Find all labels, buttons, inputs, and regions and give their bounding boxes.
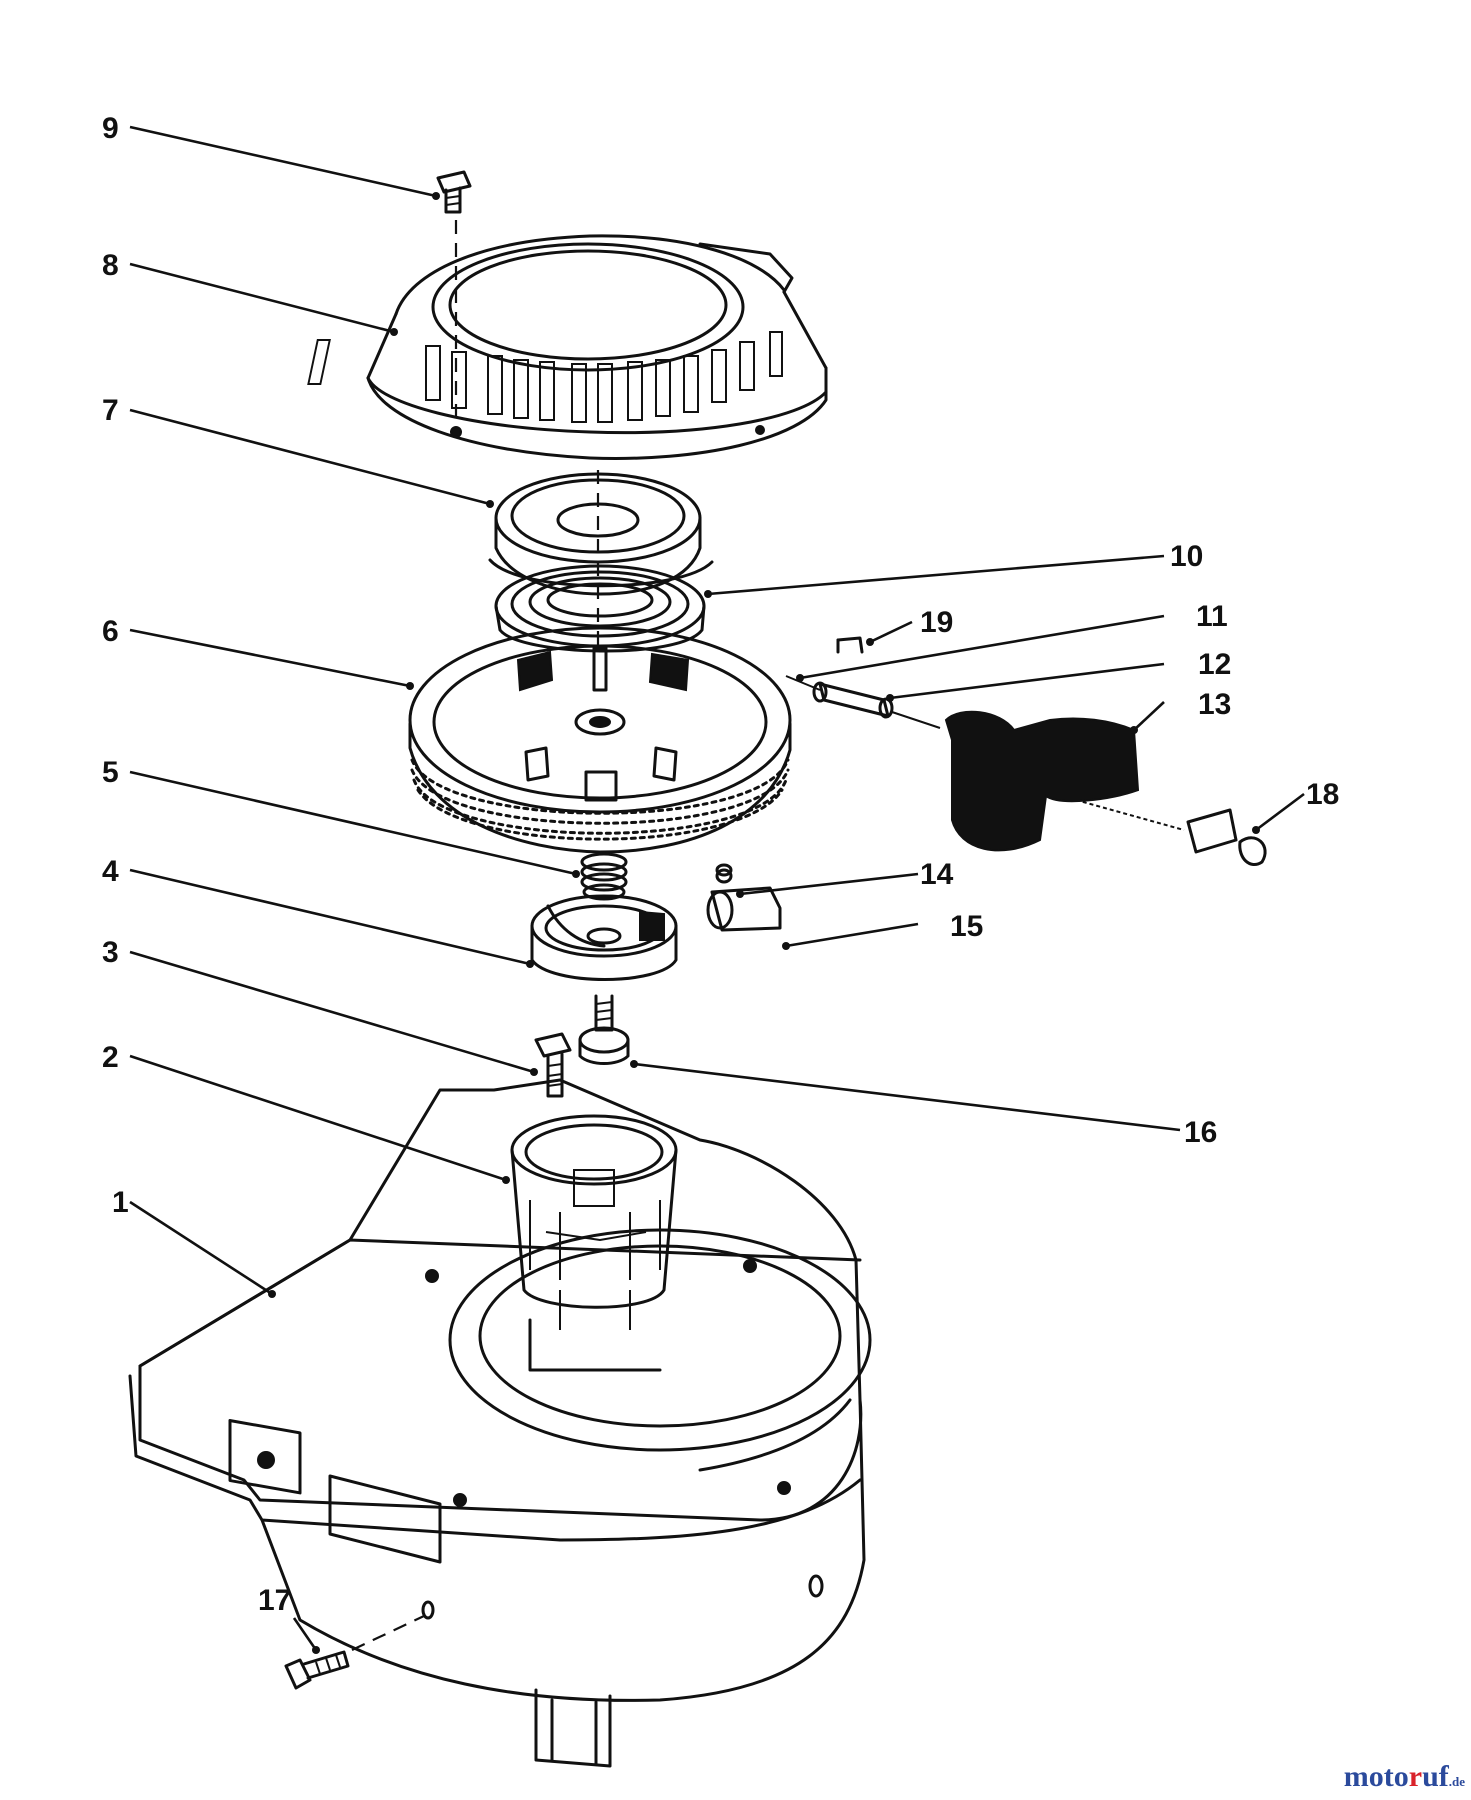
part-17-bolt	[284, 1615, 425, 1690]
callout-8: 8	[102, 249, 119, 282]
watermark-part1: moto	[1343, 1760, 1409, 1793]
part-2-ratchet-cup	[510, 1114, 678, 1330]
callout-6: 6	[102, 615, 119, 648]
callout-14: 14	[920, 858, 954, 891]
callout-5: 5	[102, 756, 119, 789]
callout-7: 7	[102, 394, 119, 427]
leader-15	[785, 922, 919, 948]
watermark-suffix: .de	[1448, 1774, 1465, 1789]
callout-10: 10	[1170, 540, 1203, 573]
leader-7	[129, 408, 491, 506]
part-5-spring	[580, 852, 628, 901]
callout-13: 13	[1198, 688, 1231, 721]
leader-17	[292, 1617, 318, 1651]
callout-12: 12	[1198, 648, 1231, 681]
callout-17: 17	[258, 1584, 291, 1617]
leader-5	[129, 770, 577, 876]
part-6-starter-ring	[408, 626, 792, 854]
watermark-part3: uf	[1422, 1760, 1449, 1793]
leader-19	[869, 620, 913, 644]
leader-6	[129, 628, 411, 688]
part-3-bolt	[534, 1032, 572, 1098]
leader-16	[633, 1062, 1181, 1132]
part-16-center-screw	[578, 994, 630, 1065]
callout-9: 9	[102, 112, 119, 145]
callout-1: 1	[112, 1186, 129, 1219]
part-7-pulley	[488, 470, 714, 650]
leader-2	[129, 1054, 507, 1182]
leader-3	[129, 950, 535, 1074]
leader-1	[129, 1200, 273, 1296]
part-rope-handle-assembly	[706, 636, 1267, 932]
leader-18	[1255, 792, 1305, 832]
part-4-drive-cup	[530, 894, 678, 981]
callout-18: 18	[1306, 778, 1339, 811]
leader-12	[889, 662, 1165, 700]
leader-9	[129, 125, 437, 198]
callout-15: 15	[950, 910, 983, 943]
callout-3: 3	[102, 936, 119, 969]
callout-labels: 9 8 7 6 5 4 3 2 1 10 11 12 13 14 15 16 1…	[102, 112, 1339, 1617]
part-1-blower-housing	[128, 1078, 872, 1768]
leader-10	[707, 554, 1165, 596]
part-8-starter-cover	[307, 234, 828, 460]
callout-19: 19	[920, 606, 953, 639]
callout-11: 11	[1196, 600, 1228, 633]
callout-2: 2	[102, 1041, 119, 1074]
leader-lines	[129, 125, 1305, 1654]
leader-14	[739, 872, 919, 896]
watermark-part2: r	[1408, 1760, 1423, 1793]
leader-8	[129, 262, 395, 334]
part-10-recoil-spring	[494, 564, 706, 653]
watermark-logo: motoruf.de	[1344, 1760, 1465, 1794]
leader-11	[799, 614, 1165, 680]
leader-13	[1133, 701, 1165, 731]
callout-4: 4	[102, 855, 119, 888]
callout-16: 16	[1184, 1116, 1217, 1149]
leader-4	[129, 868, 531, 966]
